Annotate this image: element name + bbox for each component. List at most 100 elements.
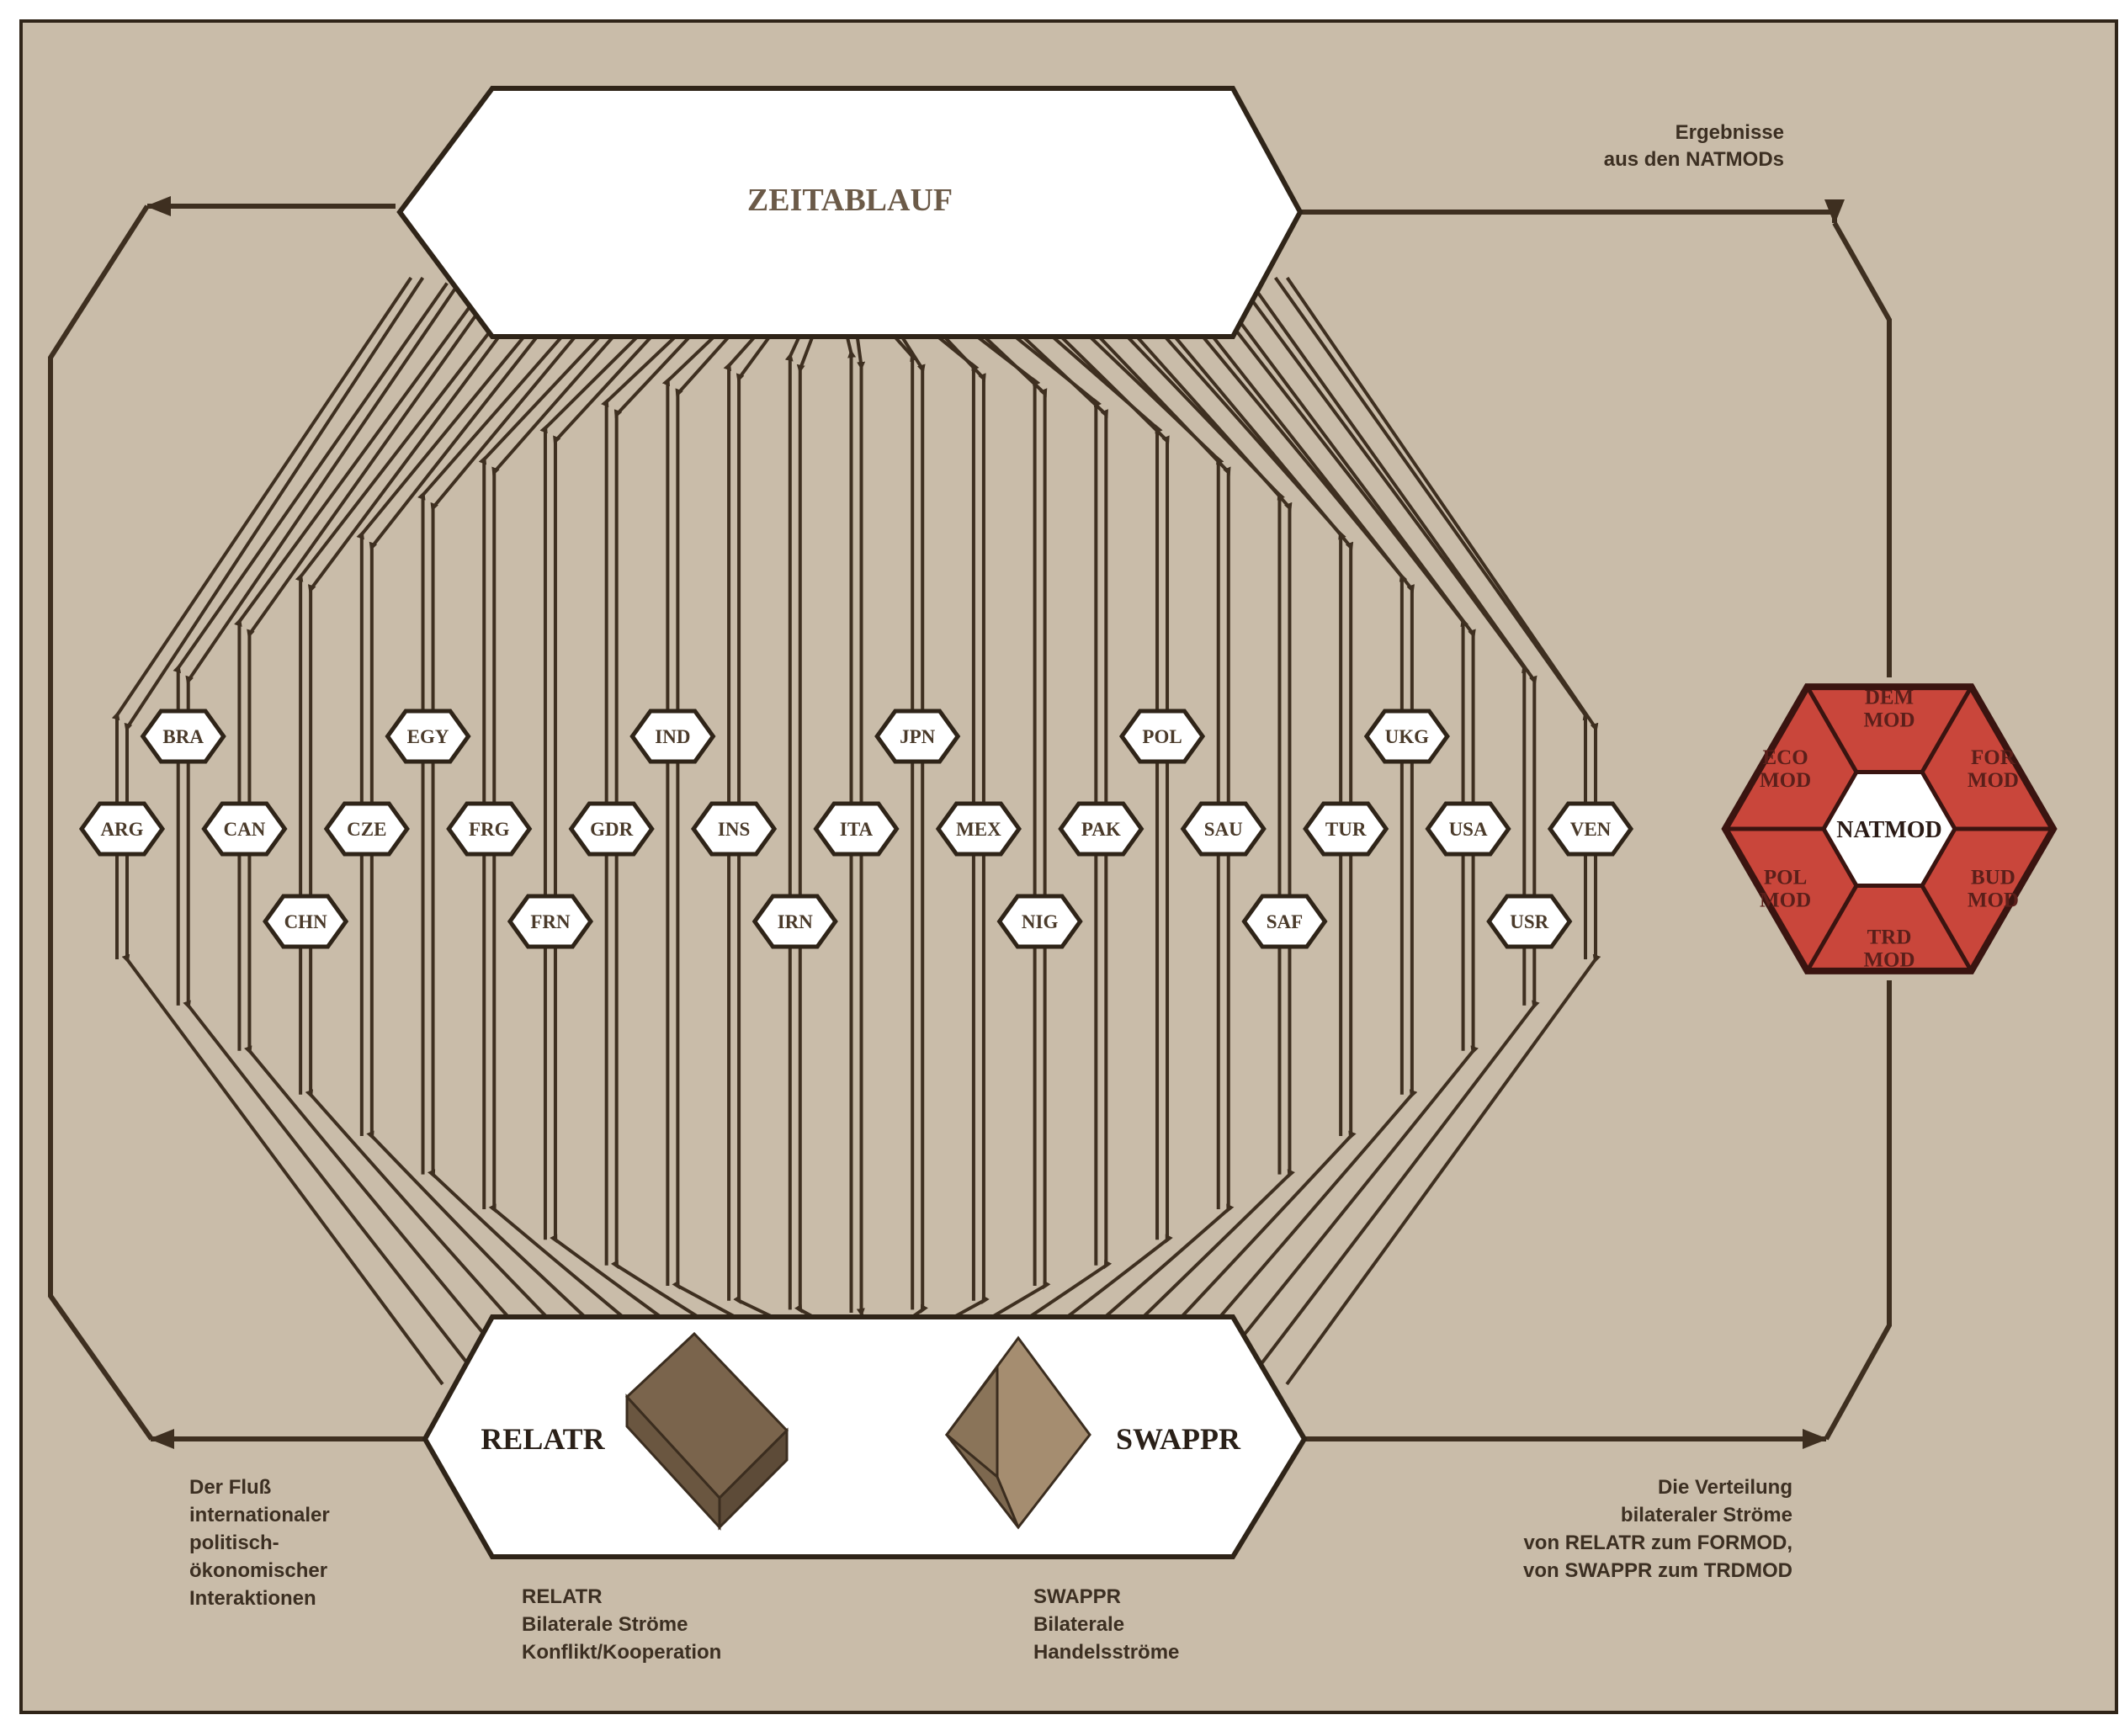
zeitablauf-title: ZEITABLAUF — [747, 183, 953, 218]
country-node-jpn: JPN — [874, 709, 961, 764]
note-bottom-right-line4: von SWAPPR zum TRDMOD — [1523, 1559, 1792, 1582]
outer-loop-arrows — [48, 196, 1892, 1449]
natmod-divider — [1920, 884, 1973, 973]
note-bottom-left-line1: Der Fluß — [189, 1476, 271, 1499]
note-bottom-left: Der Fluß internationaler politisch- ökon… — [189, 1476, 330, 1610]
natmod-segment-label: MOD — [1968, 889, 2019, 911]
country-code-arg: ARG — [100, 819, 143, 840]
natmod-segment-label: MOD — [1968, 769, 2019, 792]
natmod-segment-label: FOR — [1971, 746, 2016, 769]
natmod-segment-label: MOD — [1863, 949, 1915, 972]
natmod-segment-trd: TRDMOD — [1863, 926, 1915, 972]
country-code-usr: USR — [1510, 911, 1548, 932]
relatr-caption-line3: Konflikt/Kooperation — [522, 1641, 721, 1664]
country-code-saf: SAF — [1267, 911, 1303, 932]
country-node-ukg: UKG — [1363, 709, 1450, 764]
note-bottom-right: Die Verteilung bilateraler Ströme von RE… — [1523, 1476, 1792, 1582]
flow-frn — [539, 310, 690, 1340]
country-code-bra: BRA — [162, 726, 204, 747]
country-node-usr: USR — [1486, 894, 1573, 949]
country-code-cze: CZE — [347, 819, 386, 840]
note-top-right-line1: Ergebnisse — [1676, 121, 1784, 144]
country-code-jpn: JPN — [900, 726, 936, 747]
natmod-divider — [1920, 685, 1973, 773]
note-top-right: Ergebnisse aus den NATMODs — [1604, 121, 1784, 171]
zeitablauf-box: ZEITABLAUF — [396, 86, 1304, 339]
swappr-label: SWAPPR — [1116, 1422, 1241, 1456]
natmod-center — [1821, 769, 1957, 889]
natmod-segment-label: DEM — [1865, 687, 1914, 709]
natmod-hexagon: NATMODDEMMODFORMODBUDMODTRDMODPOLMODECOM… — [1721, 683, 2058, 974]
flow-usr — [1238, 282, 1540, 1378]
country-code-frn: FRN — [530, 911, 571, 932]
relatr-caption-line2: Bilaterale Ströme — [522, 1613, 688, 1636]
country-node-nig: NIG — [996, 894, 1083, 949]
country-code-frg: FRG — [469, 819, 510, 840]
relatr-swappr-box: RELATR SWAPPR — [422, 1314, 1308, 1559]
note-bottom-right-line1: Die Verteilung — [1658, 1476, 1792, 1499]
country-code-pak: PAK — [1081, 819, 1121, 840]
country-code-ita: ITA — [840, 819, 874, 840]
note-bottom-left-line3: politisch- — [189, 1532, 279, 1554]
swappr-cube-icon — [944, 1335, 1091, 1530]
country-code-usa: USA — [1449, 819, 1488, 840]
natmod-segment-for: FORMOD — [1968, 746, 2019, 792]
swappr-caption-line2: Bilaterale — [1033, 1613, 1124, 1636]
flow-egy — [417, 302, 620, 1350]
country-code-gdr: GDR — [590, 819, 634, 840]
country-node-ita: ITA — [813, 801, 900, 857]
swappr-caption-line3: Handelsströme — [1033, 1641, 1179, 1664]
right-loop-top — [1300, 199, 1845, 225]
natmod-segment-label: POL — [1764, 866, 1807, 889]
country-node-ins: INS — [691, 801, 778, 857]
country-code-nig: NIG — [1022, 911, 1059, 932]
natmod-segment-label: BUD — [1971, 866, 2015, 889]
note-bottom-right-line2: bilateraler Ströme — [1621, 1504, 1792, 1526]
country-code-ven: VEN — [1570, 819, 1612, 840]
relatr-cube-icon — [624, 1331, 789, 1531]
natmod-segment-label: ECO — [1762, 746, 1808, 769]
country-node-pak: PAK — [1058, 801, 1144, 857]
left-loop-path — [48, 204, 154, 1441]
relatr-label: RELATR — [481, 1422, 605, 1456]
country-code-egy: EGY — [407, 726, 449, 747]
country-node-chn: CHN — [263, 894, 349, 949]
right-loop-lower — [1824, 980, 1892, 1441]
country-node-mex: MEX — [935, 801, 1022, 857]
country-nodes: ARGBRACANCHNCZEEGYFRGFRNGDRINDINSIRNITAJ… — [78, 709, 1634, 949]
country-node-frn: FRN — [507, 894, 594, 949]
note-relatr-caption: RELATR Bilaterale Ströme Konflikt/Kooper… — [522, 1585, 721, 1664]
country-node-frg: FRG — [446, 801, 533, 857]
country-code-mex: MEX — [956, 819, 1001, 840]
note-bottom-left-line5: Interaktionen — [189, 1587, 316, 1610]
flow-bra — [173, 282, 480, 1378]
flow-pol — [1022, 310, 1173, 1340]
natmod-segment-label: TRD — [1867, 926, 1912, 949]
country-code-irn: IRN — [778, 911, 814, 932]
country-node-pol: POL — [1118, 709, 1206, 764]
country-node-cze: CZE — [323, 801, 410, 857]
note-swappr-caption: SWAPPR Bilaterale Handelsströme — [1033, 1585, 1179, 1664]
country-code-sau: SAU — [1204, 819, 1243, 840]
swappr-caption-line1: SWAPPR — [1033, 1585, 1121, 1608]
relatr-caption-line1: RELATR — [522, 1585, 603, 1608]
natmod-divider — [1805, 685, 1859, 773]
country-code-chn: CHN — [284, 911, 328, 932]
natmod-center-label: NATMOD — [1836, 817, 1941, 843]
country-node-arg: ARG — [78, 801, 166, 857]
country-node-saf: SAF — [1241, 894, 1328, 949]
natmod-segment-label: MOD — [1863, 709, 1915, 732]
country-node-egy: EGY — [385, 709, 471, 764]
country-code-ukg: UKG — [1385, 726, 1430, 747]
country-node-sau: SAU — [1180, 801, 1267, 857]
country-node-usa: USA — [1425, 801, 1511, 857]
country-node-gdr: GDR — [568, 801, 655, 857]
note-bottom-left-line2: internationaler — [189, 1504, 330, 1526]
country-node-tur: TUR — [1303, 801, 1389, 857]
note-top-right-line2: aus den NATMODs — [1604, 148, 1784, 171]
note-bottom-left-line4: ökonomischer — [189, 1559, 327, 1582]
